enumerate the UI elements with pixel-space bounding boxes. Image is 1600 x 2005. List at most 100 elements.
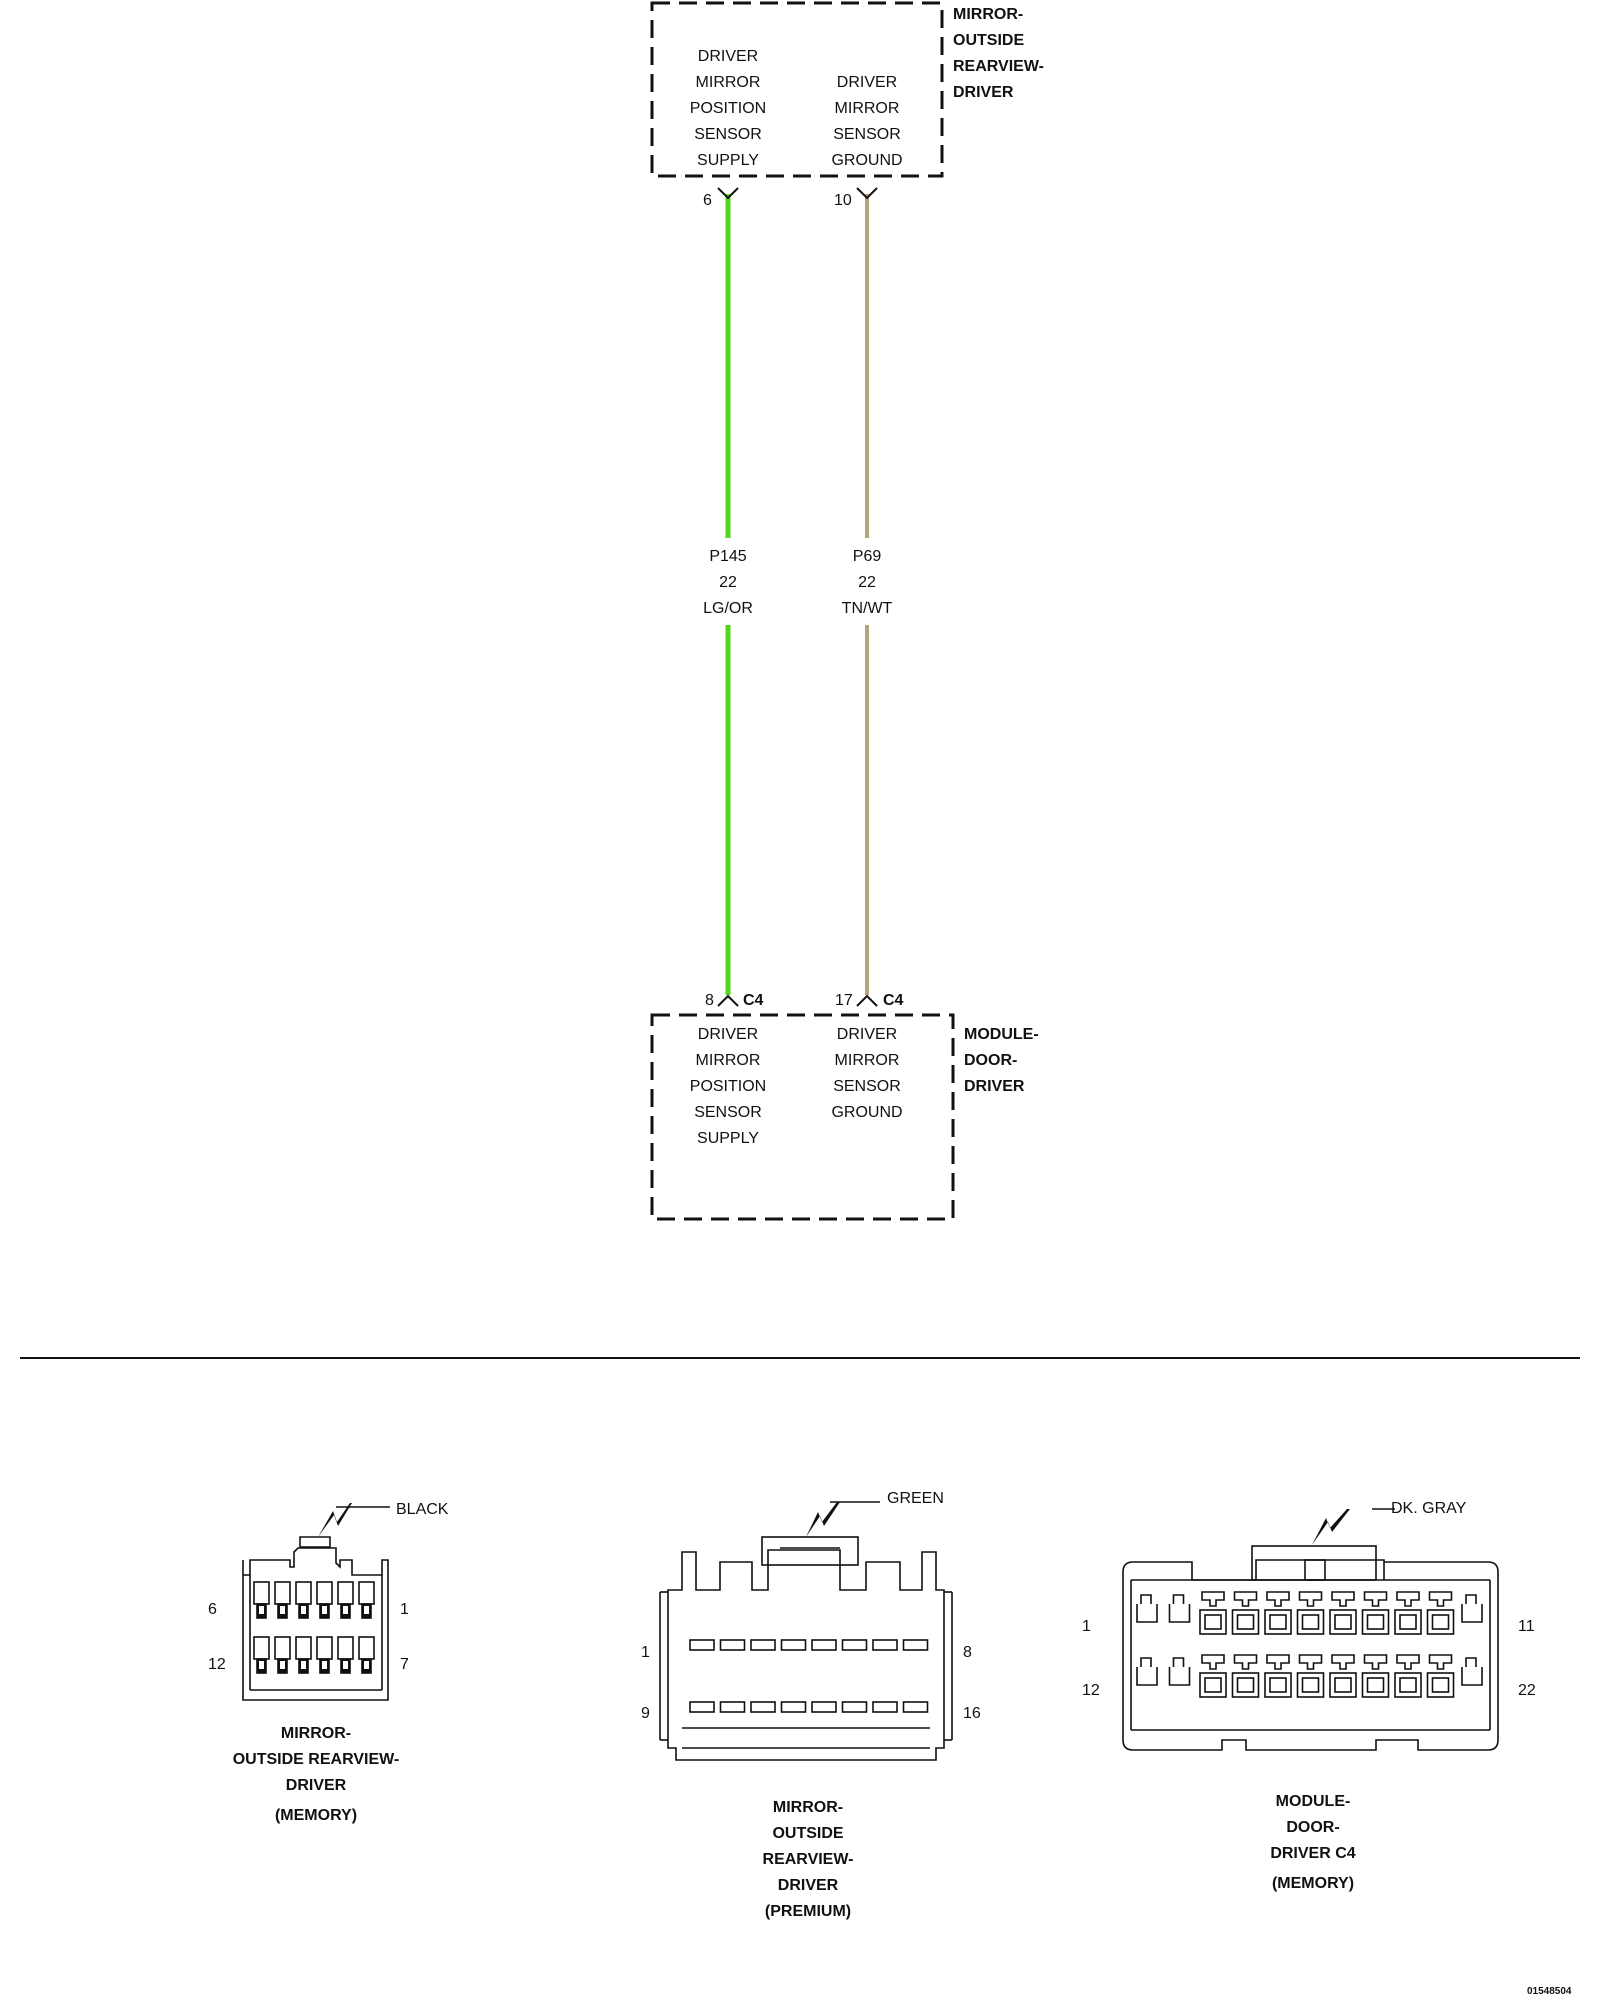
cavity-hole bbox=[259, 1606, 264, 1614]
mirror-pin-6-number: 6 bbox=[703, 192, 712, 209]
caption-line: DOOR- bbox=[1286, 1819, 1340, 1836]
cavity-slot bbox=[719, 1639, 746, 1651]
connector-dkgray-pointer-arrow bbox=[1312, 1509, 1350, 1545]
cavity-outline bbox=[274, 1636, 291, 1660]
label-line: MIRROR bbox=[834, 1052, 900, 1069]
cavity-small bbox=[1168, 1594, 1191, 1623]
figure-id: 01548504 bbox=[1527, 1986, 1572, 1997]
cavity-inner bbox=[1236, 1614, 1255, 1630]
connector-black-caption: MIRROR- OUTSIDE REARVIEW- DRIVER (MEMORY… bbox=[216, 1721, 416, 1829]
cavity-inner bbox=[1301, 1677, 1320, 1693]
cavity-square bbox=[1361, 1609, 1390, 1635]
connector-dkgray-pin-1: 1 bbox=[1082, 1618, 1091, 1635]
label-line: DRIVER bbox=[836, 74, 898, 91]
caption-line: MIRROR- bbox=[772, 1799, 844, 1816]
connector-black-pointer-arrow bbox=[318, 1503, 352, 1537]
connector-dkgray-pin-11: 11 bbox=[1518, 1618, 1535, 1635]
connector-green-color-label: GREEN bbox=[887, 1490, 944, 1507]
cavity-square bbox=[1199, 1609, 1227, 1635]
cavity-hole bbox=[322, 1661, 327, 1669]
cavity-latch bbox=[1233, 1654, 1258, 1670]
connector-green-drawing bbox=[659, 1501, 953, 1761]
cavity-slot bbox=[750, 1639, 776, 1651]
connector-green-pointer-arrow bbox=[806, 1502, 840, 1537]
wire-gauge: 22 bbox=[719, 574, 737, 591]
caption-line: DRIVER bbox=[285, 1777, 347, 1794]
cavity-inner bbox=[1399, 1614, 1417, 1630]
cavity-inner bbox=[1334, 1677, 1352, 1693]
connector-black-pin-7: 7 bbox=[400, 1656, 409, 1673]
module-connector-c4-left: C4 bbox=[743, 992, 764, 1009]
module-title-line-1: MODULE- bbox=[964, 1026, 1039, 1043]
cavity-square bbox=[1199, 1672, 1227, 1698]
cavity-slot bbox=[811, 1701, 837, 1713]
cavity-latch bbox=[1201, 1591, 1225, 1607]
cavity-square bbox=[1231, 1672, 1260, 1698]
caption-line: OUTSIDE bbox=[772, 1825, 844, 1842]
cavity-latch bbox=[1266, 1654, 1290, 1670]
label-line: MIRROR bbox=[834, 100, 900, 117]
cavity-latch bbox=[1428, 1654, 1453, 1670]
label-line: SENSOR bbox=[833, 126, 901, 143]
cavity-square bbox=[1296, 1672, 1325, 1698]
cavity-inner bbox=[1399, 1677, 1417, 1693]
cavity-hole bbox=[343, 1661, 348, 1669]
connector-black-drawing bbox=[242, 1506, 390, 1701]
mirror-pin-10-terminal bbox=[856, 187, 878, 200]
cavity-latch bbox=[1331, 1591, 1355, 1607]
cavity-inner bbox=[1204, 1614, 1222, 1630]
cavity-hole bbox=[301, 1606, 306, 1614]
cavity-latch bbox=[1201, 1654, 1225, 1670]
cavity-outline bbox=[358, 1636, 375, 1660]
caption-note: (MEMORY) bbox=[1271, 1875, 1355, 1892]
mirror-pin-6-terminal bbox=[717, 187, 739, 200]
cavity-slot bbox=[872, 1639, 898, 1651]
wire-circuit: P145 bbox=[709, 548, 747, 565]
cavity-hole bbox=[322, 1606, 327, 1614]
mirror-component-title: MIRROR- OUTSIDE REARVIEW- DRIVER bbox=[953, 2, 1044, 106]
caption-line: MODULE- bbox=[1275, 1793, 1351, 1810]
cavity-inner bbox=[1236, 1677, 1255, 1693]
label-line: MIRROR bbox=[695, 74, 761, 91]
module-title-line-2: DOOR- bbox=[964, 1052, 1018, 1069]
cavity-outline bbox=[253, 1581, 270, 1605]
cavity-outline bbox=[316, 1636, 333, 1660]
wire-gauge: 22 bbox=[858, 574, 876, 591]
cavity-hole bbox=[364, 1606, 369, 1614]
cavity-square bbox=[1296, 1609, 1325, 1635]
cavity-slot bbox=[689, 1701, 715, 1713]
cavity-outline bbox=[295, 1581, 312, 1605]
cavity-outline bbox=[274, 1581, 291, 1605]
cavity-inner bbox=[1366, 1614, 1385, 1630]
module-component-box bbox=[650, 1013, 955, 1221]
cavity-slot bbox=[780, 1639, 807, 1651]
label-line: SUPPLY bbox=[697, 152, 759, 169]
cavity-outline bbox=[295, 1636, 312, 1660]
cavity-slot bbox=[841, 1639, 868, 1651]
cavity-hole bbox=[259, 1661, 264, 1669]
wire-circuit: P69 bbox=[852, 548, 882, 565]
module-connector-c4-right: C4 bbox=[883, 992, 904, 1009]
cavity-hole bbox=[280, 1661, 285, 1669]
cavity-slot bbox=[811, 1639, 837, 1651]
mirror-title-line-2: OUTSIDE bbox=[953, 32, 1025, 49]
label-line: SENSOR bbox=[694, 1104, 762, 1121]
caption-note: (PREMIUM) bbox=[764, 1903, 852, 1920]
caption-line: MIRROR- bbox=[280, 1725, 352, 1742]
cavity-square bbox=[1426, 1672, 1455, 1698]
label-line: SENSOR bbox=[833, 1078, 901, 1095]
caption-note: (MEMORY) bbox=[274, 1807, 358, 1824]
mirror-pin-left-label: DRIVER MIRROR POSITION SENSOR SUPPLY bbox=[678, 44, 778, 174]
cavity-square bbox=[1264, 1672, 1292, 1698]
label-line: DRIVER bbox=[836, 1026, 898, 1043]
cavity-slot bbox=[872, 1701, 898, 1713]
label-line: MIRROR bbox=[695, 1052, 761, 1069]
cavity-latch bbox=[1363, 1591, 1388, 1607]
cavity-square bbox=[1426, 1609, 1455, 1635]
mirror-title-line-3: REARVIEW- bbox=[953, 58, 1044, 75]
connector-black-pin-12: 12 bbox=[208, 1656, 226, 1673]
cavity-latch bbox=[1428, 1591, 1453, 1607]
cavity-outline bbox=[316, 1581, 333, 1605]
connector-dkgray-caption: MODULE- DOOR- DRIVER C4 (MEMORY) bbox=[1213, 1789, 1413, 1897]
